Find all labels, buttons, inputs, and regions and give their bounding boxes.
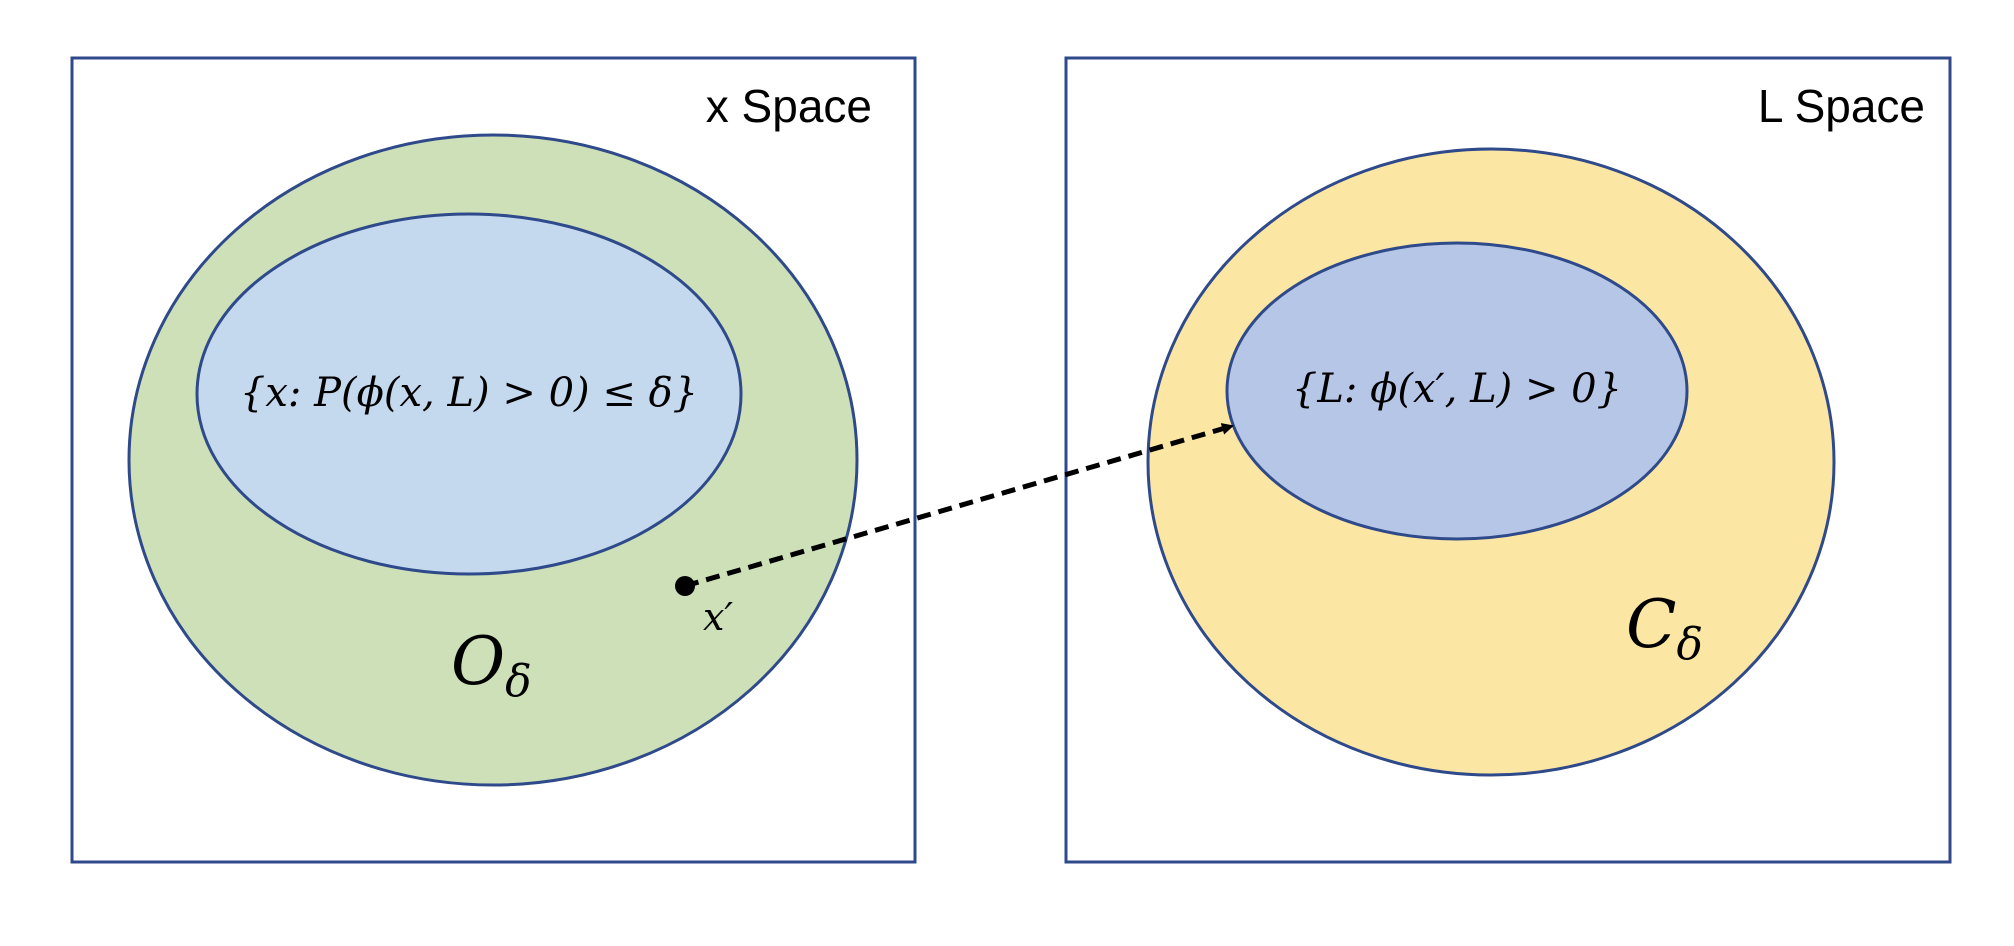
o-delta-label: Oδ <box>451 623 532 707</box>
inner-set-x-label: {x: P(ϕ(x, L) > 0) ≤ δ} <box>240 370 698 416</box>
c-delta-symbol: C <box>1626 586 1677 663</box>
o-delta-subscript: δ <box>505 656 532 707</box>
l-space-title: L Space <box>1758 80 1925 132</box>
c-delta-label: Cδ <box>1626 586 1703 670</box>
c-delta-subscript: δ <box>1677 619 1704 670</box>
mapping-arrow <box>684 423 1234 589</box>
x-space-panel: x Space {x: P(ϕ(x, L) > 0) ≤ δ} Oδ x′ <box>70 56 917 864</box>
x-space-title: x Space <box>706 80 872 132</box>
inner-set-l-label: {L: ϕ(x′, L) > 0} <box>1292 366 1622 412</box>
l-space-panel: L Space {L: ϕ(x′, L) > 0} Cδ <box>1064 56 1952 864</box>
inner-set-l-violating <box>1225 241 1689 541</box>
inner-set-x-feasible <box>195 212 743 576</box>
point-x-prime-label: x′ <box>703 595 733 639</box>
o-delta-symbol: O <box>451 623 505 700</box>
